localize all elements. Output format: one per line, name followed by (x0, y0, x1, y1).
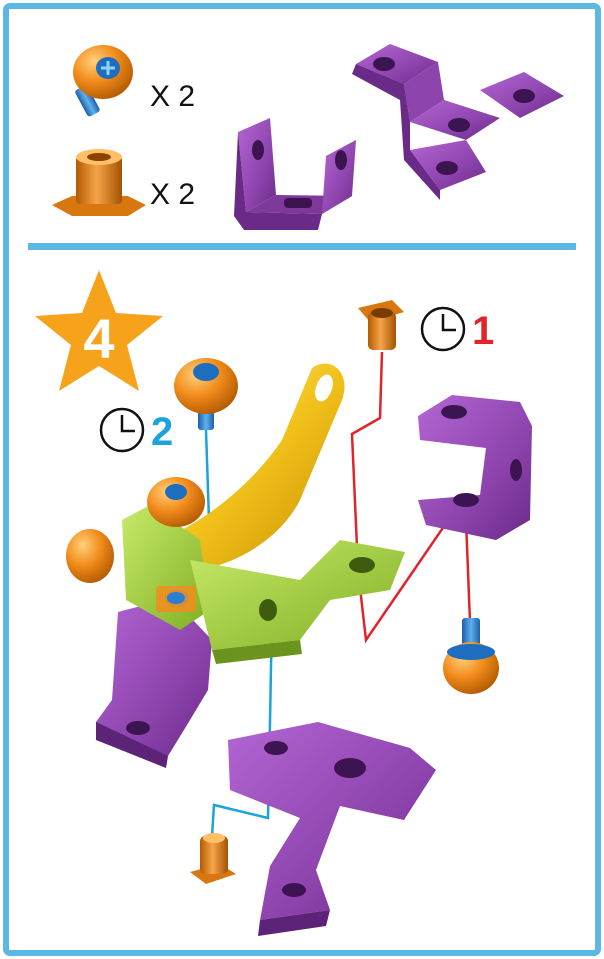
screw-part-icon (73, 45, 133, 117)
section-divider (28, 243, 576, 250)
t-bracket-part-icon (352, 44, 564, 200)
assembly-screw-top (147, 477, 205, 527)
standoff-bottom (190, 833, 236, 884)
order-number-2: 2 (151, 410, 173, 454)
u-bracket-part-icon (234, 118, 356, 230)
order-number-1: 1 (472, 309, 494, 353)
order-indicator-2: 2 (99, 407, 173, 454)
purple-bracket-right (418, 395, 532, 540)
standoff-quantity: X 2 (150, 178, 195, 211)
screw-quantity: X 2 (150, 80, 195, 113)
purple-bracket-bottom (228, 722, 436, 936)
standoff-part-icon (52, 149, 146, 216)
screw-bottom-right (443, 618, 499, 694)
purple-bracket-left (96, 598, 212, 768)
step-badge: 4 (35, 270, 163, 391)
green-bracket-part (122, 505, 405, 664)
clock-icon (99, 407, 145, 453)
step-number: 4 (83, 307, 114, 370)
star-icon (35, 270, 163, 391)
assembly-screw-side (66, 529, 114, 583)
parts-list: X 2 X 2 (52, 44, 564, 230)
yellow-arm-part (160, 363, 345, 570)
screw-step2 (174, 358, 238, 430)
clock-icon (420, 306, 466, 352)
standoff-step1 (358, 300, 404, 350)
order-indicator-1: 1 (420, 306, 494, 353)
page-frame (3, 3, 601, 956)
